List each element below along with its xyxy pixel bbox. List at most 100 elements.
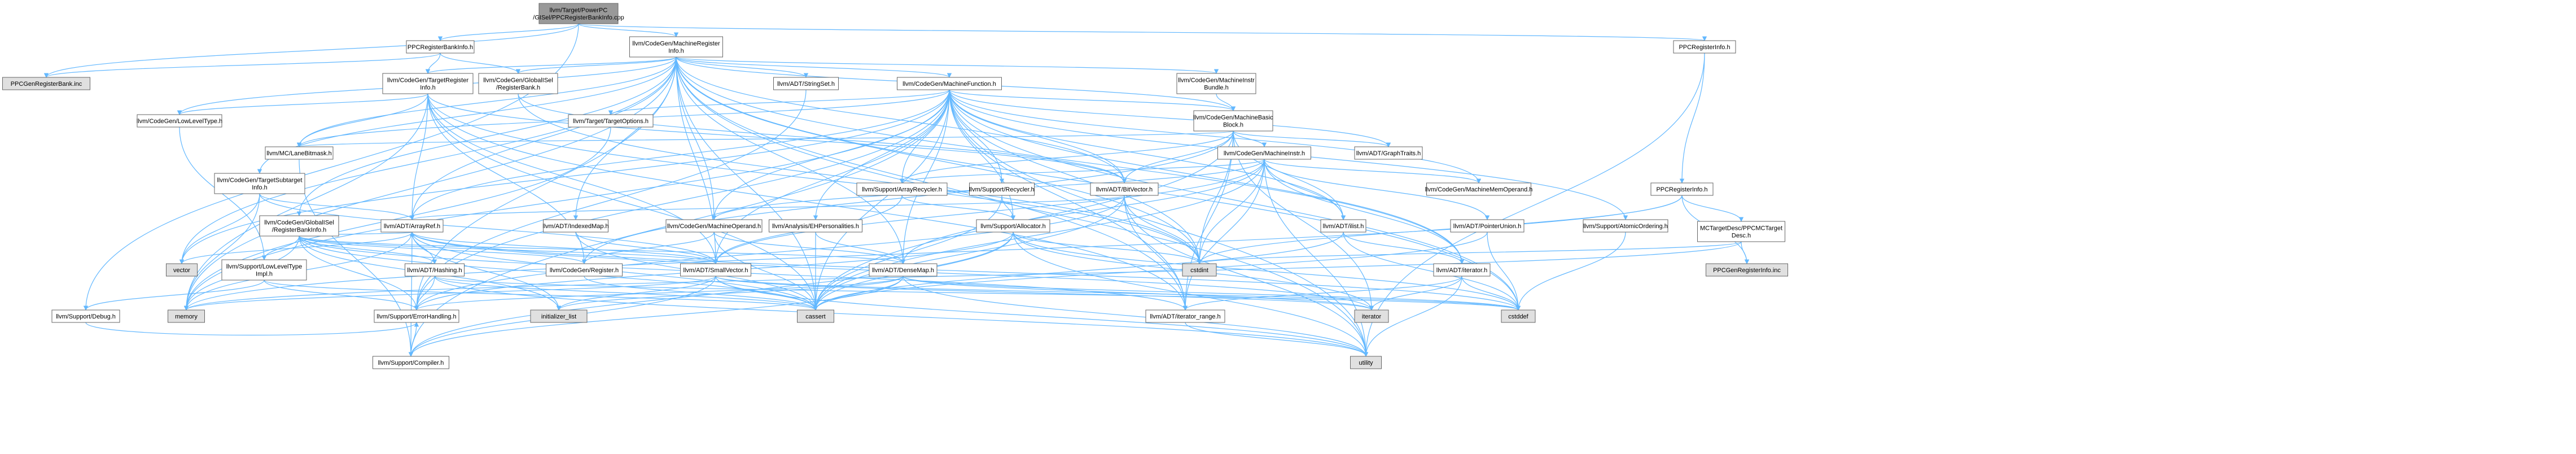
node-box xyxy=(214,173,305,194)
edge-debug-to-errhandling xyxy=(85,322,419,336)
edge-tri-to-iterrange xyxy=(427,93,1188,311)
node-densemap[interactable]: llvm/ADT/DenseMap.h xyxy=(869,263,937,277)
edge-line xyxy=(1679,53,1705,184)
edge-rbi-to-lltimpl xyxy=(261,235,300,260)
node-bitvector[interactable]: llvm/ADT/BitVector.h xyxy=(1090,182,1159,196)
node-label: initializer_list xyxy=(541,313,576,320)
edge-tri-to-lanebm xyxy=(296,93,428,147)
node-stringset[interactable]: llvm/ADT/StringSet.h xyxy=(773,77,839,90)
node-allocator[interactable]: llvm/Support/Allocator.h xyxy=(976,219,1050,233)
edge-line xyxy=(426,56,677,74)
edge-mbb-to-lanebm xyxy=(297,130,1234,147)
node-ptrunion[interactable]: llvm/ADT/PointerUnion.h xyxy=(1450,219,1524,233)
node-ilist[interactable]: llvm/ADT/ilist.h xyxy=(1320,219,1366,233)
node-box xyxy=(1354,309,1389,323)
node-root[interactable]: llvm/Target/PowerPC/GISel/PPCRegisterBan… xyxy=(533,3,624,24)
node-label: MCTargetDesc/PPCMCTarget xyxy=(1700,225,1782,232)
node-box xyxy=(1193,110,1273,132)
edge-line xyxy=(676,56,1219,74)
node-mf[interactable]: llvm/CodeGen/MachineFunction.h xyxy=(897,77,1002,90)
edge-mri-to-mf xyxy=(676,56,952,78)
node-box xyxy=(773,77,839,90)
edge-ilist-to-cstddef xyxy=(1343,232,1521,311)
node-llt[interactable]: llvm/CodeGen/LowLevelType.h xyxy=(137,114,222,128)
node-label: llvm/Support/LowLevelType xyxy=(226,264,303,270)
edge-allocator-to-cstdint xyxy=(1013,232,1202,264)
edge-ppcreginfoh-to-mctarget xyxy=(1681,195,1744,222)
edge-line xyxy=(713,232,906,264)
node-label: llvm/Analysis/EHPersonalities.h xyxy=(772,223,859,230)
node-label: llvm/CodeGen/MachineBasic xyxy=(1193,115,1273,121)
node-atomicord[interactable]: llvm/Support/AtomicOrdering.h xyxy=(1583,219,1668,233)
node-recycler[interactable]: llvm/Support/Recycler.h xyxy=(969,182,1035,196)
edge-line xyxy=(259,193,415,220)
node-label: llvm/ADT/IndexedMap.h xyxy=(542,223,608,230)
node-indexedmap[interactable]: llvm/ADT/IndexedMap.h xyxy=(542,219,609,233)
edge-targetopts-to-memory xyxy=(183,126,611,311)
edge-rbhdr-to-bitvector xyxy=(518,93,1127,184)
edge-line xyxy=(715,276,1521,311)
edge-line xyxy=(1182,159,1265,311)
node-rbi[interactable]: llvm/CodeGen/GlobalISel/RegisterBankInfo… xyxy=(259,215,339,237)
node-hashing[interactable]: llvm/ADT/Hashing.h xyxy=(405,263,465,277)
node-mi[interactable]: llvm/CodeGen/MachineInstr.h xyxy=(1217,146,1311,160)
node-label: Desc.h xyxy=(1732,233,1751,239)
node-box xyxy=(897,77,1002,90)
edge-tri-to-llt xyxy=(177,93,428,115)
edge-line xyxy=(1124,195,1369,357)
node-lanebm[interactable]: llvm/MC/LaneBitmask.h xyxy=(265,146,334,160)
node-label: iterator xyxy=(1362,313,1382,320)
edge-line xyxy=(427,93,818,311)
node-ehpers[interactable]: llvm/Analysis/EHPersonalities.h xyxy=(769,219,862,233)
node-compiler[interactable]: llvm/Support/Compiler.h xyxy=(373,356,449,369)
node-ppcrbinc: PPCGenRegisterBank.inc xyxy=(2,77,90,90)
edge-line xyxy=(183,193,260,311)
edge-line xyxy=(901,195,1016,220)
node-arrayrecycler[interactable]: llvm/Support/ArrayRecycler.h xyxy=(856,182,948,196)
node-mo[interactable]: llvm/CodeGen/MachineOperand.h xyxy=(665,219,763,233)
edge-line xyxy=(414,56,677,311)
node-label: llvm/Support/AtomicOrdering.h xyxy=(1583,223,1668,230)
node-iterator[interactable]: llvm/ADT/iterator.h xyxy=(1433,263,1491,277)
node-cassert: cassert xyxy=(797,309,834,323)
edge-line xyxy=(299,235,587,264)
node-label: /RegisterBankInfo.h xyxy=(272,227,327,234)
node-box xyxy=(797,309,834,323)
node-box xyxy=(1090,182,1159,196)
node-arrayref[interactable]: llvm/ADT/ArrayRef.h xyxy=(380,219,444,233)
edge-mri-to-arrayref xyxy=(409,56,677,220)
edge-mri-to-lanebm xyxy=(296,56,677,147)
node-ppcreginfoh[interactable]: PPCRegisterInfo.h xyxy=(1650,182,1714,196)
edge-line xyxy=(575,232,719,264)
edge-line xyxy=(259,193,719,264)
node-register[interactable]: llvm/CodeGen/Register.h xyxy=(546,263,623,277)
edge-bitvector-to-cstdint xyxy=(1124,195,1202,264)
edge-line xyxy=(581,130,1234,264)
node-mmo[interactable]: llvm/CodeGen/MachineMemOperand.h xyxy=(1425,182,1533,196)
edge-line xyxy=(179,193,260,264)
edge-tri-to-cassert xyxy=(427,93,818,311)
edge-atomicord-to-cstddef xyxy=(1515,232,1626,311)
edge-line xyxy=(581,232,715,264)
node-smallvector[interactable]: llvm/ADT/SmallVector.h xyxy=(680,263,751,277)
node-graphtraits[interactable]: llvm/ADT/GraphTraits.h xyxy=(1354,146,1423,160)
node-targetopts[interactable]: llvm/Target/TargetOptions.h xyxy=(568,114,654,128)
node-label: PPCRegisterInfo.h xyxy=(1679,44,1730,51)
node-rbhdr[interactable]: llvm/CodeGen/GlobalISel/RegisterBank.h xyxy=(478,73,558,94)
node-ppcreginfo[interactable]: PPCRegisterInfo.h xyxy=(1673,40,1736,54)
edge-arrayref-to-initlist xyxy=(411,232,562,311)
node-ppcrbi[interactable]: PPCRegisterBankInfo.h xyxy=(406,40,475,54)
edge-mbb-to-iterrange xyxy=(1182,130,1234,311)
edge-mib-to-mbb xyxy=(1216,93,1236,111)
node-errhandling[interactable]: llvm/Support/ErrorHandling.h xyxy=(374,309,459,323)
node-iterrange[interactable]: llvm/ADT/iterator_range.h xyxy=(1145,309,1225,323)
edge-mri-to-mib xyxy=(676,56,1219,74)
node-debug[interactable]: llvm/Support/Debug.h xyxy=(51,309,120,323)
